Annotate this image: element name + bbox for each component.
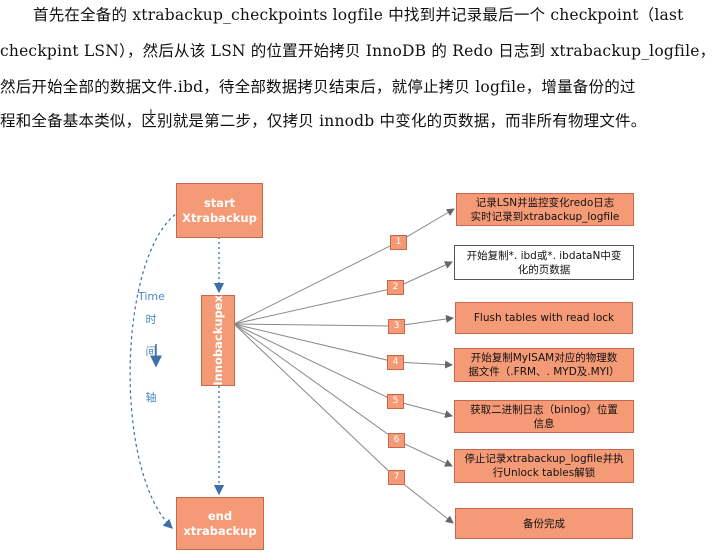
step-box-5: 获取二进制日志（binlog）位置 信息 [454,400,634,433]
fan-line-2 [233,261,453,325]
step-number-5: 5 [387,394,404,409]
end-xtrabackup-box: end xtrabackup [176,497,264,550]
step-text-3: Flush tables with read lock [473,312,615,324]
time-axis-char-1: 时 [145,313,157,326]
end-box-label: end xtrabackup [183,508,257,538]
time-axis-title: Time [138,290,165,303]
innobackupex-box: Innobackupex [201,295,235,386]
fan-line-1 [233,208,455,325]
start-box-label: start Xtrabackup [182,195,257,225]
paragraph-line-3: 然后开始全部的数据文件.ibd，待全部数据拷贝结束后，就停止拷贝 logfile… [0,78,636,96]
time-arc [129,210,181,529]
step-box-3: Flush tables with read lock [455,302,633,334]
fan-lines [233,208,455,524]
step-text-5: 获取二进制日志（binlog）位置 信息 [470,403,618,430]
step-text-7: 备份完成 [523,517,565,530]
time-axis-char-3: 轴 [145,391,157,404]
fan-line-6 [233,323,453,467]
paragraph-line-4: 程和全备基本类似，区别就是第二步，仅拷贝 innodb 中变化的页数据，而非所有… [0,112,647,130]
step-text-1: 记录LSN并监控变化redo日志 实时记录到xtrabackup_logfile [470,196,620,223]
step-number-1: 1 [390,235,407,250]
step-number-6: 6 [388,433,405,448]
step-box-7: 备份完成 [455,508,633,539]
start-xtrabackup-box: start Xtrabackup [176,183,263,238]
text-cursor-icon: I [149,108,153,123]
paragraph-line-1: 首先在全备的 xtrabackup_checkpoints logfile 中找… [33,6,684,24]
step-number-4: 4 [387,355,404,370]
time-axis-label: Time 时 间 轴 [138,290,165,421]
fan-line-3 [233,315,454,327]
paragraph-line-2: checkpint LSN），然后从该 LSN 的位置开始拷贝 InnoDB 的… [0,42,716,60]
fan-line-4 [233,323,453,369]
step-box-1: 记录LSN并监控变化redo日志 实时记录到xtrabackup_logfile [456,193,634,226]
fan-line-7 [233,323,454,524]
step-number-3: 3 [388,319,405,334]
step-number-7: 7 [388,470,405,485]
step-box-2: 开始复制*. ibd或*. ibdataN中变 化的页数据 [454,245,634,280]
step-box-6: 停止记录xtrabackup_logfile并执 行Unlock tables解… [454,449,634,483]
step-text-2: 开始复制*. ibd或*. ibdataN中变 化的页数据 [466,249,622,276]
time-axis-char-2: 间 [145,345,157,358]
step-box-4: 开始复制MyISAM对应的物理数 据文件（.FRM、. MYD及.MYI） [454,348,634,382]
step-text-6: 停止记录xtrabackup_logfile并执 行Unlock tables解… [464,453,624,479]
innobackupex-label: Innobackupex [211,295,225,386]
step-text-4: 开始复制MyISAM对应的物理数 据文件（.FRM、. MYD及.MYI） [468,352,620,378]
step-number-2: 2 [387,280,404,295]
